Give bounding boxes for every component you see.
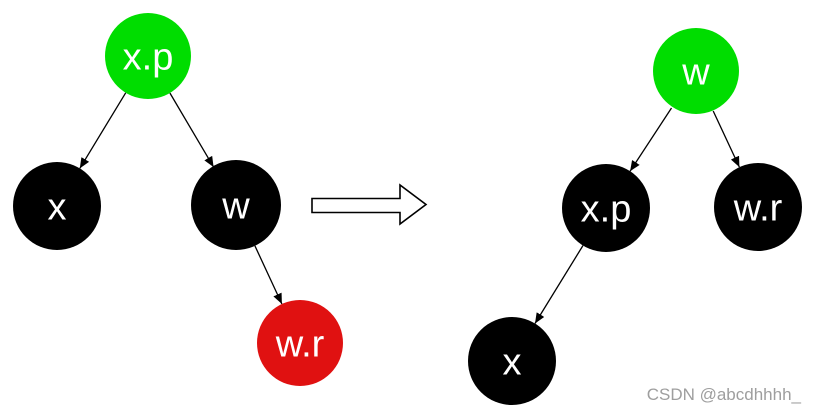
left-edge-root-to-left-child [79,92,127,169]
left-node-w-circle [191,160,281,250]
left-node-x-label: x [48,186,67,228]
right-edge-xp-to-x [534,245,584,324]
right-node-w-circle [653,28,739,114]
right-node-x-label: x [503,341,522,383]
left-tree: x.p x w w.r [13,13,343,386]
left-node-xp-label: x.p [123,36,174,78]
right-tree: w x.p w.r x [468,28,802,405]
right-node-w-label: w [681,51,710,93]
right-edge-root-to-right-child [712,110,740,168]
left-edge-w-to-wr [254,245,283,305]
watermark-text: CSDN @abcdhhhh_ [647,385,802,404]
left-node-w-label: w [221,185,250,227]
right-edge-root-to-left-child [629,107,673,172]
left-node-wr-label: w.r [275,323,325,365]
left-node-x-circle [13,162,101,250]
right-node-xp-circle [562,164,650,252]
transform-arrow [311,183,428,226]
left-edge-root-to-right-child [169,92,215,168]
right-node-x-circle [468,317,556,405]
left-node-wr-circle [257,300,343,386]
left-node-xp-circle [105,13,191,99]
right-node-xp-label: x.p [581,188,632,230]
right-node-wr-circle [714,163,802,251]
right-node-wr-label: w.r [733,187,783,229]
